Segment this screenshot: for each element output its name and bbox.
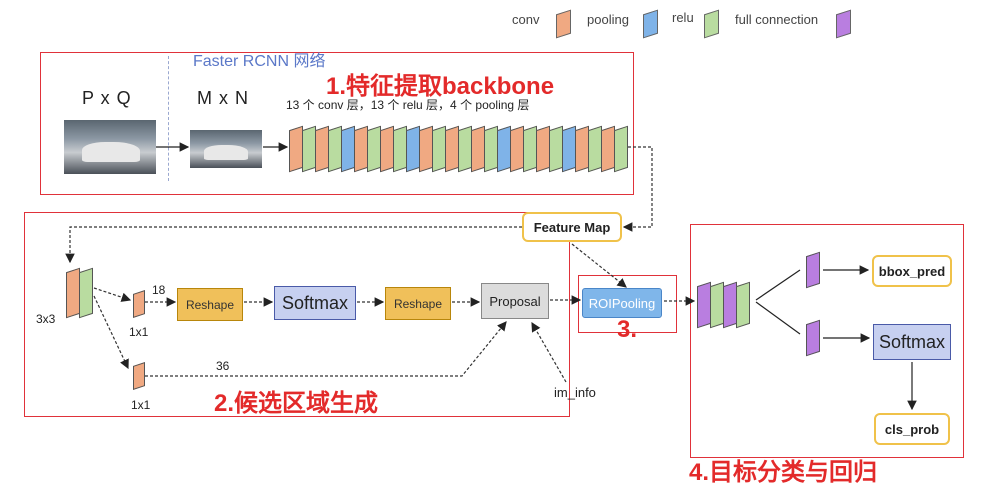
roi-pooling-node: ROIPooling — [582, 288, 662, 318]
arrow-feature-map-to-roi — [571, 243, 627, 288]
reshape-node-2: Reshape — [385, 287, 451, 320]
layers-note: 13 个 conv 层，13 个 relu 层，4 个 pooling 层 — [286, 98, 530, 112]
cls-prob-node: cls_prob — [874, 413, 950, 445]
legend-relu-label: relu — [672, 10, 694, 25]
rpn-box — [24, 212, 570, 417]
arrow-backbone-to-feature-map — [622, 146, 653, 232]
branch-line-bottom — [755, 301, 801, 335]
backbone-box — [40, 52, 634, 195]
network-header: Faster RCNN 网络 — [193, 53, 326, 70]
channels-bottom-label: 36 — [216, 359, 230, 373]
arrow-3x3-to-1x1-top — [93, 287, 132, 302]
backbone-title: 1.特征提取backbone — [326, 73, 555, 100]
resized-image — [190, 130, 262, 168]
legend-fc-label: full connection — [735, 12, 819, 27]
conv1x1-top-label: 1x1 — [129, 325, 149, 339]
softmax-node-rpn: Softmax — [274, 286, 356, 320]
input-size-label: P x Q — [82, 88, 132, 108]
input-image — [64, 120, 156, 174]
divider-line — [168, 56, 169, 181]
bbox-pred-node: bbox_pred — [872, 255, 952, 287]
branch-line-top — [755, 269, 801, 301]
arrow-1x1-bottom-to-proposal — [145, 321, 507, 377]
arrow-feature-map-to-rpn — [65, 226, 522, 264]
resized-size-label: M x N — [197, 88, 249, 108]
proposal-node: Proposal — [481, 283, 549, 319]
reshape-node-1: Reshape — [177, 288, 243, 321]
legend-pooling-label: pooling — [587, 12, 629, 27]
feature-map-node: Feature Map — [522, 212, 622, 242]
channels-top-label: 18 — [152, 283, 166, 297]
legend-conv-label: conv — [512, 12, 540, 27]
head-title: 4.目标分类与回归 — [689, 459, 878, 486]
roi-title: 3. — [617, 316, 638, 343]
conv3x3-label: 3x3 — [36, 312, 56, 326]
head-box — [690, 224, 964, 458]
rpn-title: 2.候选区域生成 — [214, 390, 379, 417]
softmax-node-head: Softmax — [873, 324, 951, 360]
arrow-im-info-to-proposal — [531, 321, 567, 383]
conv1x1-bottom-label: 1x1 — [131, 398, 151, 412]
im-info-label: im_info — [554, 385, 596, 400]
arrow-3x3-to-1x1-bottom — [93, 295, 129, 370]
